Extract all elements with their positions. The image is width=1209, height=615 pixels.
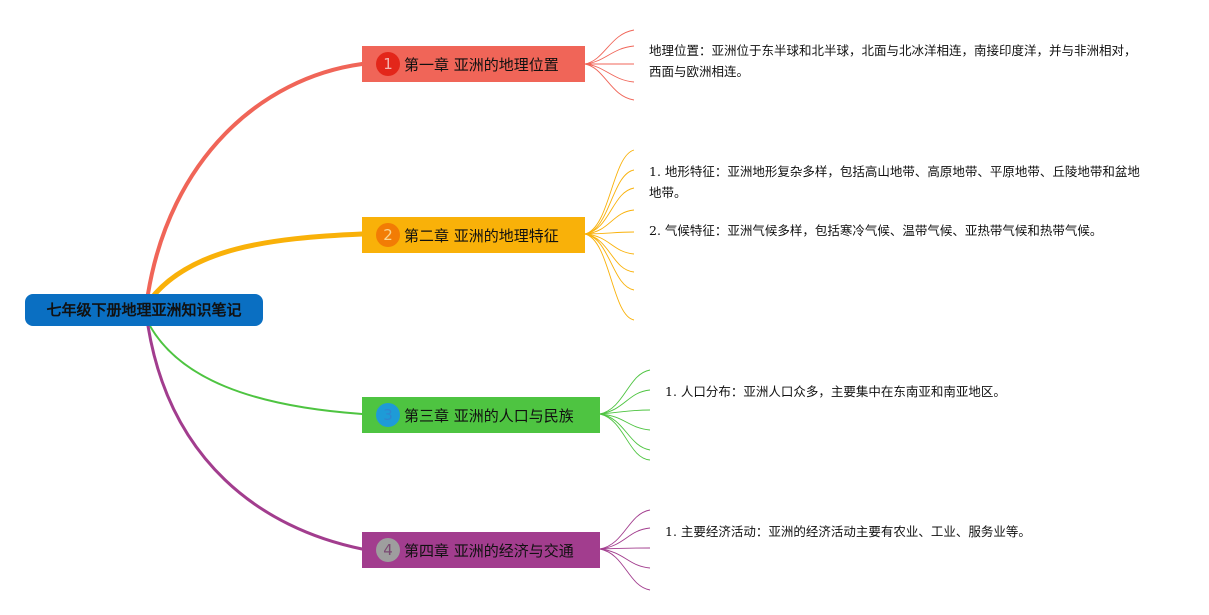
root-node[interactable]: 七年级下册地理亚洲知识笔记 [25,294,263,326]
number-badge-1: 1 [376,52,400,76]
number-badge-2: 2 [376,223,400,247]
fan-lines-1 [584,29,635,101]
topic-label-3: 第三章 亚洲的人口与民族 [404,406,574,425]
branch-connector-3 [149,325,363,415]
topic-label-2: 第二章 亚洲的地理特征 [404,226,559,245]
note-2-2: 2. 气候特征：亚洲气候多样，包括寒冷气候、温带气候、亚热带气候和热带气候。 [649,223,1103,238]
branch-connector-2 [147,231,365,303]
fan-lines-2 [584,149,635,321]
note-4-1: 1. 主要经济活动：亚洲的经济活动主要有农业、工业、服务业等。 [665,524,1031,539]
topic-node-3[interactable]: 3 第三章 亚洲的人口与民族 [362,397,600,433]
fan-lines-4 [599,509,651,591]
topic-label-4: 第四章 亚洲的经济与交通 [404,541,574,560]
branch-connector-1 [146,62,364,296]
topic-node-1[interactable]: 1 第一章 亚洲的地理位置 [362,46,585,82]
topic-node-2[interactable]: 2 第二章 亚洲的地理特征 [362,217,585,253]
topic-node-4[interactable]: 4 第四章 亚洲的经济与交通 [362,532,600,568]
number-badge-4: 4 [376,538,400,562]
topic-label-1: 第一章 亚洲的地理位置 [404,55,559,74]
number-badge-3: 3 [376,403,400,427]
note-3-1: 1. 人口分布：亚洲人口众多，主要集中在东南亚和南亚地区。 [665,384,1006,399]
branch-connector-4 [146,324,364,551]
note-2-1: 1. 地形特征：亚洲地形复杂多样，包括高山地带、高原地带、平原地带、丘陵地带和盆… [649,164,1140,200]
note-1-1: 地理位置：亚洲位于东半球和北半球，北面与北冰洋相连，南接印度洋，并与非洲相对，西… [649,43,1137,79]
fan-lines-3 [599,369,651,461]
root-label: 七年级下册地理亚洲知识笔记 [46,301,242,319]
